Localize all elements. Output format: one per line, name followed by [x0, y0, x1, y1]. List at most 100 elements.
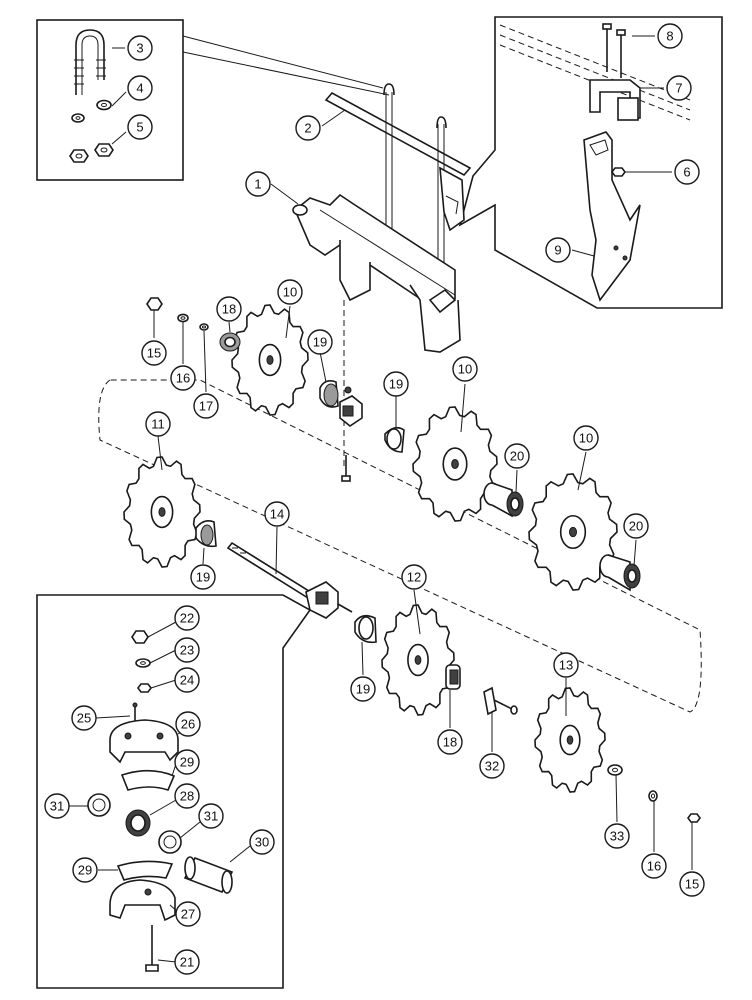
u-bolt — [74, 29, 106, 95]
main-beam — [292, 193, 461, 353]
bolt-pair — [602, 23, 626, 78]
frame-assembly — [270, 83, 472, 470]
callout-number: 23 — [180, 643, 194, 658]
callout-circle — [437, 729, 463, 755]
callout-circle — [479, 753, 505, 779]
disc-11 — [123, 456, 201, 568]
callout-number: 19 — [389, 377, 403, 392]
callout-number: 19 — [356, 682, 370, 697]
callout-c13: 13 — [553, 652, 579, 678]
callout-number: 13 — [559, 658, 573, 673]
nut-6 — [611, 167, 626, 177]
callout-c10a: 10 — [277, 279, 303, 305]
gang-outline — [98, 379, 702, 713]
callout-circle — [174, 637, 200, 663]
callout-circle — [174, 783, 200, 809]
callout-number: 26 — [181, 717, 195, 732]
callout-circle — [452, 356, 478, 382]
callout-circle — [170, 365, 196, 391]
callout-c16a: 16 — [170, 365, 196, 391]
callout-c11: 11 — [145, 411, 171, 437]
callout-circle — [401, 564, 427, 590]
bushing-18-top — [219, 332, 241, 352]
callout-c19b: 19 — [383, 371, 409, 397]
callout-circle — [145, 411, 171, 437]
callout-circle — [553, 652, 579, 678]
nut-24 — [137, 683, 152, 693]
callout-number: 10 — [283, 285, 297, 300]
disc-10-c — [528, 473, 618, 591]
liner-29-bottom — [116, 860, 174, 881]
washer-16-lower — [648, 790, 658, 802]
callout-circle — [127, 75, 153, 101]
callout-number: 15 — [685, 877, 699, 892]
callout-number: 29 — [180, 755, 194, 770]
callout-number: 19 — [313, 335, 327, 350]
callout-circle — [295, 115, 321, 141]
callout-number: 2 — [304, 121, 311, 136]
callout-c29b: 29 — [72, 857, 98, 883]
callout-number: 32 — [485, 759, 499, 774]
callout-c21: 21 — [174, 949, 200, 975]
callout-c6: 6 — [674, 159, 700, 185]
callout-circle — [383, 371, 409, 397]
callout-number: 30 — [255, 835, 269, 850]
callout-circle — [141, 340, 167, 366]
spacer-19-a — [319, 380, 339, 408]
callout-circle — [657, 23, 683, 49]
callout-c18a: 18 — [216, 296, 242, 322]
callout-number: 29 — [78, 863, 92, 878]
callout-number: 14 — [270, 507, 284, 522]
callout-c15b: 15 — [679, 871, 705, 897]
seal-31-right — [158, 830, 182, 854]
washer-33 — [607, 764, 623, 776]
toolbar-rod — [324, 91, 472, 177]
spacer-19-c — [195, 520, 217, 548]
washer-23 — [135, 658, 151, 668]
inset-bearing-hanger — [36, 594, 312, 989]
callout-number: 27 — [181, 907, 195, 922]
axle-shaft — [226, 541, 353, 619]
callout-circle — [175, 711, 201, 737]
callout-c10c: 10 — [573, 425, 599, 451]
callout-circle — [249, 829, 275, 855]
callout-circle — [127, 114, 153, 140]
pin-25 — [132, 702, 138, 722]
callout-c33: 33 — [604, 823, 630, 849]
callout-c8: 8 — [657, 23, 683, 49]
shank-blade — [583, 131, 641, 302]
carriage-bolt-32 — [483, 686, 518, 716]
callout-circle — [674, 159, 700, 185]
seal-31-left — [87, 793, 111, 817]
callout-c26: 26 — [175, 711, 201, 737]
callout-c20b: 20 — [623, 513, 649, 539]
callout-number: 16 — [647, 859, 661, 874]
callout-c14: 14 — [264, 501, 290, 527]
callout-c22: 22 — [174, 605, 200, 631]
callout-circle — [174, 949, 200, 975]
callout-c32: 32 — [479, 753, 505, 779]
callout-c10b: 10 — [452, 356, 478, 382]
callout-c19a: 19 — [307, 329, 333, 355]
mount-clamp — [589, 79, 641, 121]
clamp-bottom-27 — [109, 879, 176, 922]
callout-c5: 5 — [127, 114, 153, 140]
callout-number: 11 — [151, 417, 165, 432]
callout-c17: 17 — [193, 393, 219, 419]
nut-15-top — [146, 297, 163, 311]
callout-c20a: 20 — [504, 443, 530, 469]
callout-number: 31 — [204, 809, 218, 824]
callout-c24: 24 — [174, 667, 200, 693]
callout-circle — [641, 853, 667, 879]
callout-number: 25 — [77, 711, 91, 726]
callout-number: 28 — [180, 789, 194, 804]
callout-circle — [198, 803, 224, 829]
callout-circle — [264, 501, 290, 527]
callout-number: 24 — [180, 673, 194, 688]
callout-circle — [190, 564, 216, 590]
callout-number: 19 — [196, 570, 210, 585]
callout-circle — [623, 513, 649, 539]
bolt-21 — [145, 925, 159, 972]
callout-c23: 23 — [174, 637, 200, 663]
disc-12 — [381, 604, 455, 716]
